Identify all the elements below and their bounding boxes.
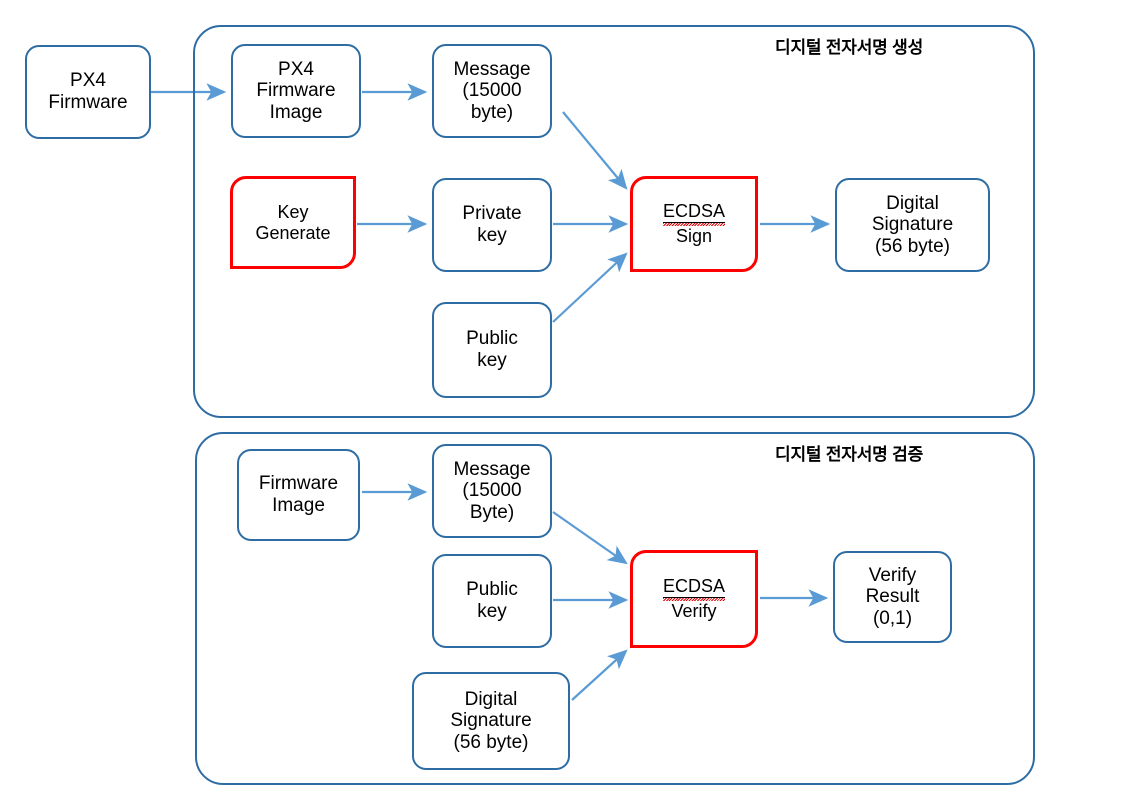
group-signature-generation-title: 디지털 전자서명 생성 <box>775 38 924 57</box>
group-signature-verification-title: 디지털 전자서명 검증 <box>775 445 924 464</box>
ecdsa-verify-label-line2: Verify <box>671 601 717 621</box>
node-public-key-sign[interactable]: Public key <box>432 302 552 398</box>
ecdsa-sign-label-line1: ECDSA <box>662 201 726 226</box>
node-verify-result[interactable]: Verify Result (0,1) <box>833 551 952 643</box>
node-ecdsa-sign[interactable]: ECDSA Sign <box>630 176 758 272</box>
node-px4-firmware[interactable]: PX4 Firmware <box>25 45 151 139</box>
node-firmware-image[interactable]: Firmware Image <box>237 449 360 541</box>
group-signature-verification <box>195 432 1035 785</box>
node-px4-firmware-image[interactable]: PX4 Firmware Image <box>231 44 361 138</box>
node-message-verify[interactable]: Message (15000 Byte) <box>432 444 552 538</box>
node-digital-signature-verify[interactable]: Digital Signature (56 byte) <box>412 672 570 770</box>
group-signature-generation <box>193 25 1035 418</box>
node-private-key[interactable]: Private key <box>432 178 552 272</box>
ecdsa-sign-label-line2: Sign <box>675 226 713 246</box>
node-digital-signature-sign[interactable]: Digital Signature (56 byte) <box>835 178 990 272</box>
node-public-key-verify[interactable]: Public key <box>432 554 552 648</box>
node-key-generate[interactable]: Key Generate <box>230 176 356 269</box>
node-ecdsa-verify[interactable]: ECDSA Verify <box>630 550 758 648</box>
node-message-sign[interactable]: Message (15000 byte) <box>432 44 552 138</box>
ecdsa-verify-label-line1: ECDSA <box>662 576 726 601</box>
